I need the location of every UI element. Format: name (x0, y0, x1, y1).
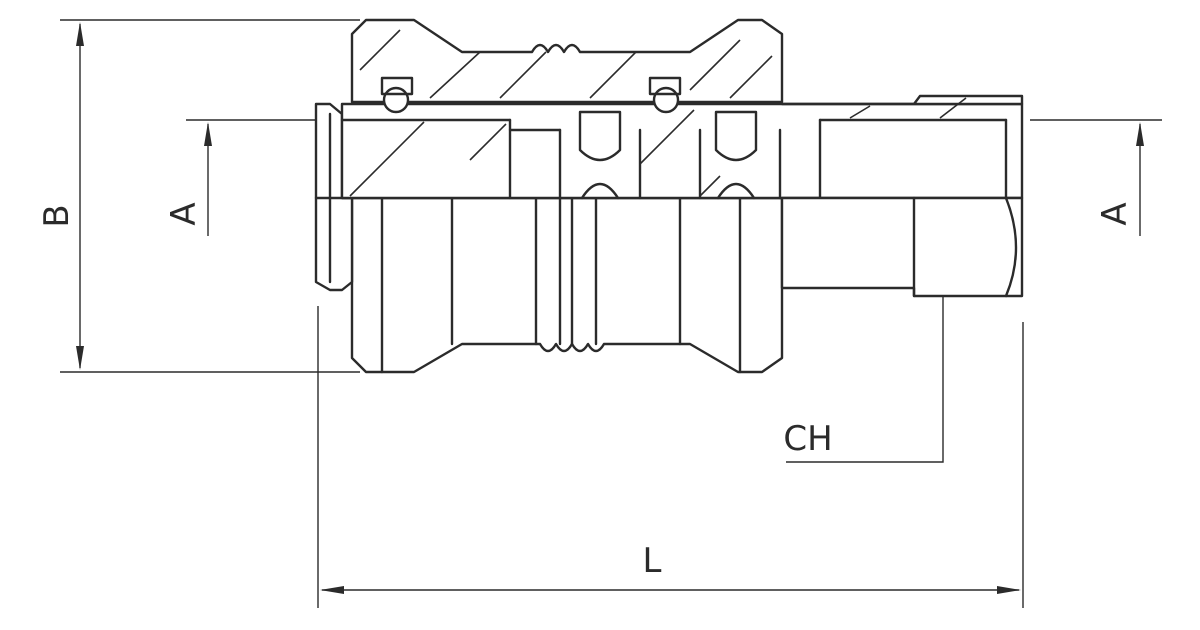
b-arrow-bottom (76, 346, 84, 370)
ball-seat-right (648, 76, 682, 96)
valve-arc-right (716, 182, 756, 200)
valve-arc-left (580, 182, 620, 200)
ch-label: CH (783, 419, 832, 459)
locking-ball-left (382, 86, 410, 114)
hex-chamfer (1004, 196, 1018, 298)
section-hatching (349, 29, 967, 197)
b-label: B (37, 204, 77, 227)
valve-pocket-left (578, 110, 622, 162)
a-left-arrow (204, 122, 212, 146)
coupling-body (314, 18, 1024, 374)
valve-pocket-right (714, 110, 758, 162)
body-upper-section (340, 102, 1024, 200)
a-right-arrow (1136, 122, 1144, 146)
right-thread-upper (780, 94, 1024, 106)
outer-sleeve-upper (350, 18, 784, 104)
locking-ball-right (652, 86, 680, 114)
l-arrow-left (320, 586, 344, 594)
a-right-label: A (1095, 202, 1135, 225)
ball-seat-left (380, 76, 414, 96)
dimension-l: L (317, 306, 1024, 608)
outer-sleeve-lower (350, 196, 784, 374)
l-label: L (643, 541, 662, 581)
ch-leader-line (786, 268, 944, 463)
l-arrow-right (997, 586, 1021, 594)
dimension-b: B (37, 19, 360, 373)
dimension-a-left: A (164, 119, 330, 236)
b-arrow-top (76, 22, 84, 46)
dimension-a-right: A (1030, 119, 1162, 236)
right-body-lower (780, 196, 1024, 298)
a-left-label: A (164, 202, 204, 225)
